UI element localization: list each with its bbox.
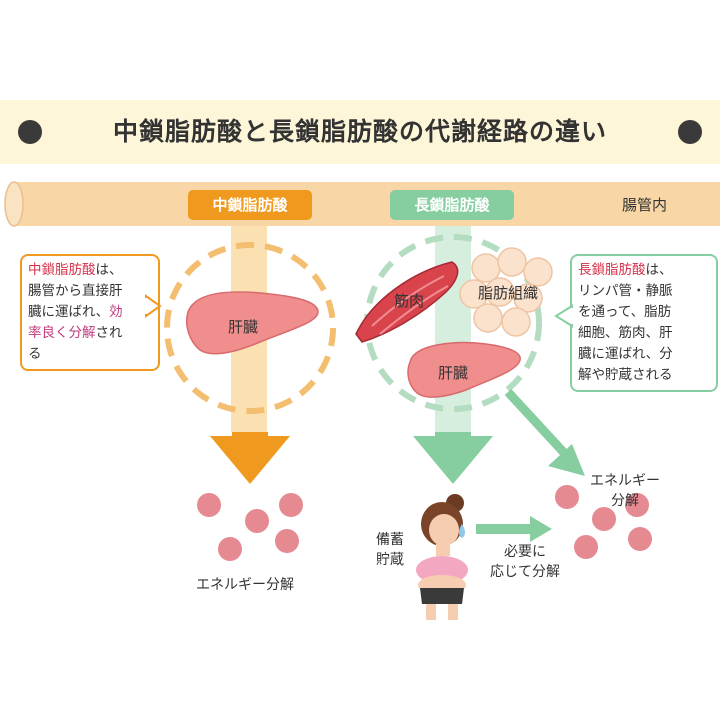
as-needed-line2: 応じて分解 [490, 564, 560, 580]
mct-liver-icon [186, 291, 319, 355]
lct-callout-line4: 細胞、筋肉、肝 [578, 325, 673, 341]
storage-line2: 貯蔵 [376, 552, 404, 568]
lct-callout-line2: リンパ管・静脈 [578, 283, 673, 299]
mct-callout-line4a: 率良く分解 [28, 325, 96, 341]
lct-arrow-icon [413, 432, 493, 484]
mct-callout-term: 中鎖脂肪酸 [28, 262, 96, 278]
title-bar [0, 100, 720, 164]
mct-liver-label: 肝臓 [228, 318, 259, 336]
intestine-tube [4, 181, 720, 227]
mct-dashed-circle [164, 242, 336, 414]
title-bullet-right-icon [678, 120, 702, 144]
mct-result-label: エネルギー分解 [196, 577, 294, 593]
mct-callout-line2: 腸管から直接肝 [28, 283, 123, 299]
mct-callout-line1: は、 [95, 262, 123, 278]
lct-badge: 長鎖脂肪酸 [390, 190, 514, 220]
mct-energy-particles [197, 493, 303, 561]
mct-callout-line3b: 効 [109, 304, 123, 320]
lct-energy-arrow-icon [504, 388, 585, 476]
storage-label: 備蓄 貯蔵 [376, 530, 404, 570]
fat-tissue-label: 脂肪組織 [478, 284, 539, 302]
mct-arrow-icon [210, 432, 290, 484]
intestine-label: 腸管内 [622, 196, 668, 214]
storage-line1: 備蓄 [376, 532, 404, 548]
lct-callout-line3: を通って、脂肪 [578, 304, 672, 320]
muscle-icon [355, 261, 459, 343]
lct-callout: 長鎖脂肪酸は、 リンパ管・静脈 を通って、脂肪 細胞、筋肉、肝 臓に運ばれ、分 … [570, 254, 718, 392]
lct-path [435, 226, 471, 432]
title-bullet-left-icon [18, 120, 42, 144]
mct-callout-line3a: 臓に運ばれ、 [28, 304, 110, 320]
mct-callout-line4b: され [95, 325, 123, 341]
lct-liver-icon [407, 341, 521, 398]
lct-liver-label: 肝臓 [438, 364, 469, 382]
lct-energy-label: エネルギー 分解 [590, 470, 660, 510]
mct-badge: 中鎖脂肪酸 [188, 190, 312, 220]
page-title: 中鎖脂肪酸と長鎖脂肪酸の代謝経路の違い [112, 117, 607, 146]
as-needed-line1: 必要に [504, 544, 546, 560]
lct-energy-particles [555, 485, 652, 559]
as-needed-arrow-icon [476, 516, 552, 542]
lct-energy-line1: エネルギー [590, 473, 660, 489]
lct-callout-term: 長鎖脂肪酸 [578, 262, 646, 278]
lct-energy-line2: 分解 [611, 493, 639, 509]
lct-callout-line5: 臓に運ばれ、分 [578, 346, 673, 362]
lct-callout-line1: は、 [645, 262, 673, 278]
muscle-label: 筋肉 [394, 292, 425, 310]
fat-tissue-icon [459, 247, 553, 337]
as-needed-label: 必要に 応じて分解 [490, 542, 560, 582]
mct-callout: 中鎖脂肪酸は、 腸管から直接肝 臓に運ばれ、効 率良く分解され る [20, 254, 160, 371]
lct-callout-line6: 解や貯蔵される [578, 367, 673, 383]
woman-icon [416, 494, 468, 620]
mct-callout-line5: る [28, 346, 42, 362]
